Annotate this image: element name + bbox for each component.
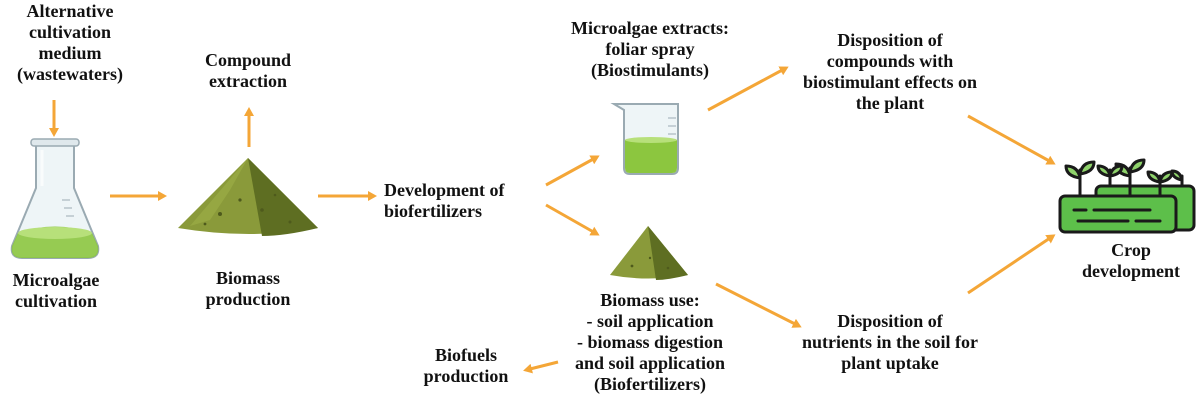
label-line: and soil application: [574, 353, 726, 373]
label-line: biostimulant effects on: [803, 72, 977, 92]
erlenmeyer-flask-icon: [10, 138, 100, 259]
label-line: compounds with: [826, 51, 954, 71]
label-line: - soil application: [586, 311, 714, 331]
label-line: Biomass: [215, 268, 280, 288]
label-microalgae-cultivation: Microalgae cultivation: [0, 270, 112, 312]
biomass-powder-icon: [178, 158, 318, 236]
label-line: foliar spray: [605, 39, 695, 59]
beaker-icon: [610, 103, 679, 175]
label-line: Development of: [384, 180, 505, 200]
label-line: the plant: [855, 93, 925, 113]
label-line: Disposition of: [837, 311, 943, 331]
label-line: Microalgae extracts:: [570, 18, 730, 38]
label-line: (Biostimulants): [590, 60, 709, 80]
label-line: Crop: [1111, 240, 1151, 260]
label-line: Disposition of: [837, 30, 943, 50]
label-disposition-compounds: Disposition of compounds with biostimula…: [790, 30, 990, 114]
label-line: Biofuels: [434, 345, 497, 365]
arrow-nutrients-to-crop: [967, 234, 1056, 295]
label-biomass-production: Biomass production: [192, 268, 304, 310]
arrow-development-to-biomass-use: [545, 203, 600, 236]
label-line: production: [205, 289, 291, 309]
label-compound-extraction: Compound extraction: [192, 50, 304, 92]
label-disposition-nutrients: Disposition of nutrients in the soil for…: [790, 311, 990, 374]
label-line: nutrients in the soil for: [801, 332, 978, 352]
label-line: plant uptake: [841, 353, 939, 373]
label-line: Biomass use:: [600, 290, 700, 310]
crop-planter-icon: [1058, 158, 1196, 234]
arrow-development-to-extracts: [545, 155, 600, 187]
label-line: Compound: [204, 50, 292, 70]
arrow-biomass-use-to-biofuels: [523, 360, 559, 374]
label-line: medium: [38, 43, 102, 63]
label-microalgae-extracts: Microalgae extracts: foliar spray (Biost…: [550, 18, 750, 81]
label-crop-development: Crop development: [1070, 240, 1192, 282]
label-line: extraction: [209, 71, 287, 91]
label-biofuels-production: Biofuels production: [410, 345, 522, 387]
biomass-powder-small-icon: [610, 226, 688, 280]
label-alternative-medium: Alternative cultivation medium (wastewat…: [0, 1, 140, 85]
label-line: (wastewaters): [17, 64, 123, 84]
label-line: development: [1082, 261, 1180, 281]
arrow-compounds-to-crop: [967, 114, 1056, 165]
label-line: - biomass digestion: [576, 332, 724, 352]
label-line: Alternative: [26, 1, 114, 21]
label-line: production: [423, 366, 509, 386]
arrows: [49, 66, 1056, 374]
label-line: (Biofertilizers): [594, 374, 706, 394]
label-line: cultivation: [28, 22, 111, 42]
arrow-biomass-use-to-nutrients: [715, 282, 802, 328]
label-line: Microalgae: [12, 270, 100, 290]
label-line: biofertilizers: [384, 201, 482, 221]
label-line: cultivation: [14, 291, 97, 311]
arrow-extracts-to-compounds: [707, 66, 789, 112]
label-development-biofertilizers: Development of biofertilizers: [384, 180, 536, 222]
label-biomass-use: Biomass use: - soil application - biomas…: [560, 290, 740, 395]
